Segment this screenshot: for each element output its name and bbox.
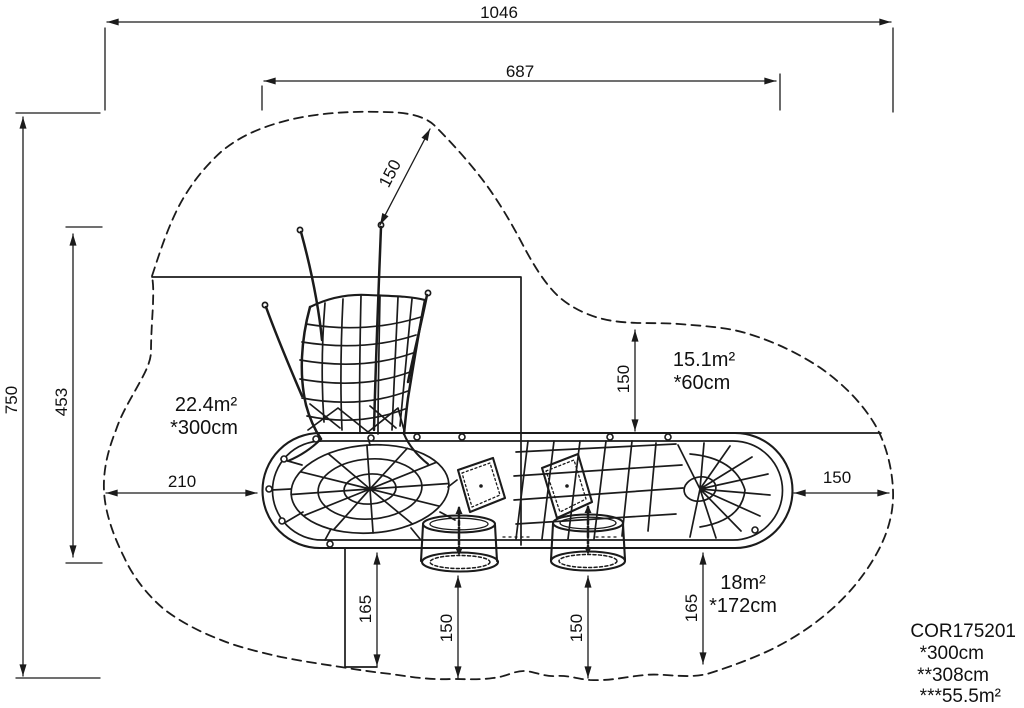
zone-label-lower-right: 18m² *172cm <box>709 572 777 617</box>
dim-upper-right-clearance: 150 <box>614 329 639 432</box>
dim-upper-width: 687 <box>261 62 781 111</box>
dim-label-disc-right-clearance: 150 <box>567 614 586 642</box>
dim-label-overall-width: 1046 <box>480 3 518 22</box>
membrane-patch-right <box>540 452 594 520</box>
zone-upper-right-height: *60cm <box>674 372 731 394</box>
zone-label-upper-right: 15.1m² *60cm <box>673 349 736 394</box>
dim-label-upper-width: 687 <box>506 62 534 81</box>
dim-label-upper-right-clearance: 150 <box>614 365 633 393</box>
dim-label-overall-depth: 750 <box>2 386 21 414</box>
zone-left-height: *300cm <box>170 417 238 439</box>
membrane-patch-left <box>456 456 507 514</box>
base-web-net <box>290 443 450 535</box>
spinner-disc-2 <box>549 505 627 572</box>
dim-mast-clearance: 150 <box>375 128 431 226</box>
rope-clamps <box>265 433 759 548</box>
mast-tip <box>424 289 432 297</box>
dim-label-right-clearance: 150 <box>823 468 851 487</box>
tower-masts <box>261 221 432 432</box>
dim-label-disc-left-clearance: 150 <box>437 614 456 642</box>
dim-disc-left-clearance: 150 <box>437 575 462 679</box>
dim-overall-depth: 750 <box>2 112 101 679</box>
climbing-net-tower <box>286 293 430 466</box>
dim-label-bottom-left-clearance: 165 <box>356 595 375 623</box>
end-cap-web <box>677 442 771 539</box>
mast-tip <box>261 301 269 309</box>
dim-left-clearance: 210 <box>105 472 258 497</box>
dim-right-clearance: 150 <box>793 468 890 497</box>
dim-label-left-clearance: 210 <box>168 472 196 491</box>
dim-bottom-right-clearance: 165 <box>682 552 707 665</box>
dim-label-bottom-right-clearance: 165 <box>682 594 701 622</box>
spinner-disc-1 <box>419 506 500 573</box>
zone-label-left: 22.4m² *300cm <box>170 394 238 439</box>
product-footnote-2: **308cm <box>917 665 989 686</box>
dim-label-left-depth: 453 <box>52 388 71 416</box>
dim-left-depth: 453 <box>52 226 103 564</box>
safety-area-boundary <box>103 110 894 682</box>
dim-overall-width: 1046 <box>104 3 894 113</box>
dim-bottom-left-clearance: 165 <box>356 552 381 667</box>
right-mesh-net <box>513 440 684 540</box>
product-footnote-3: ***55.5m² <box>920 686 1001 707</box>
product-footnote-1: *300cm <box>920 643 984 664</box>
stadium-frame <box>261 431 794 550</box>
zone-left-area: 22.4m² <box>175 394 238 416</box>
zone-upper-right-area: 15.1m² <box>673 349 736 371</box>
zone-lower-right-area: 18m² <box>720 572 766 594</box>
product-code-block: COR175201 *300cm **308cm ***55.5m² <box>910 621 1016 707</box>
dim-disc-right-clearance: 150 <box>567 575 592 679</box>
product-code: COR175201 <box>910 621 1016 642</box>
zone-lower-right-height: *172cm <box>709 595 777 617</box>
mast-tip <box>296 226 304 234</box>
fall-zone-rectangle <box>151 276 882 668</box>
